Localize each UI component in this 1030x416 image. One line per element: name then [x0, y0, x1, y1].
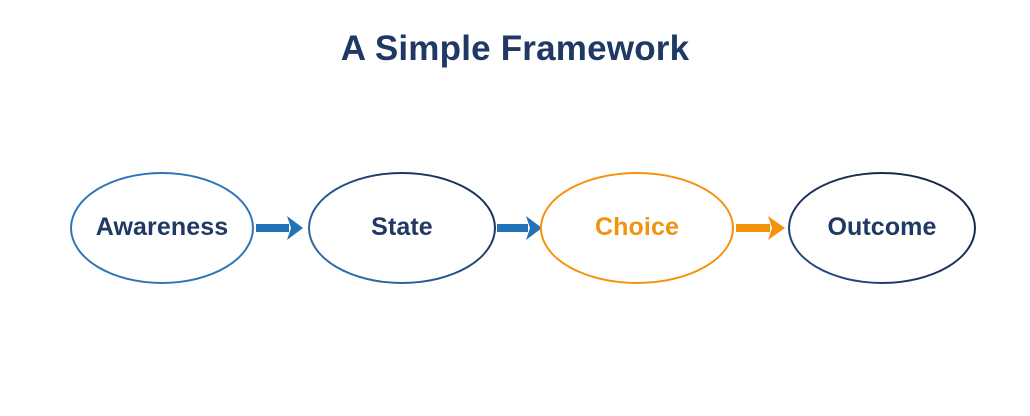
flow-node-choice-label: Choice — [595, 212, 679, 241]
page-title: A Simple Framework — [340, 29, 690, 68]
flow-node-outcome-label: Outcome — [827, 212, 937, 241]
flow-node-outcome[interactable]: Outcome — [788, 172, 976, 284]
arrow-state-to-choice-icon — [497, 213, 543, 243]
flow-node-state[interactable]: State — [308, 172, 496, 284]
flow-node-awareness[interactable]: Awareness — [70, 172, 254, 284]
framework-flow-diagram: Awareness State Choice — [0, 172, 1030, 284]
flow-node-choice[interactable]: Choice — [540, 172, 734, 284]
flow-node-awareness-label: Awareness — [95, 212, 229, 241]
arrow-choice-to-outcome-icon — [736, 213, 786, 243]
flow-node-state-label: State — [371, 212, 433, 241]
arrow-awareness-to-state-icon — [256, 213, 304, 243]
